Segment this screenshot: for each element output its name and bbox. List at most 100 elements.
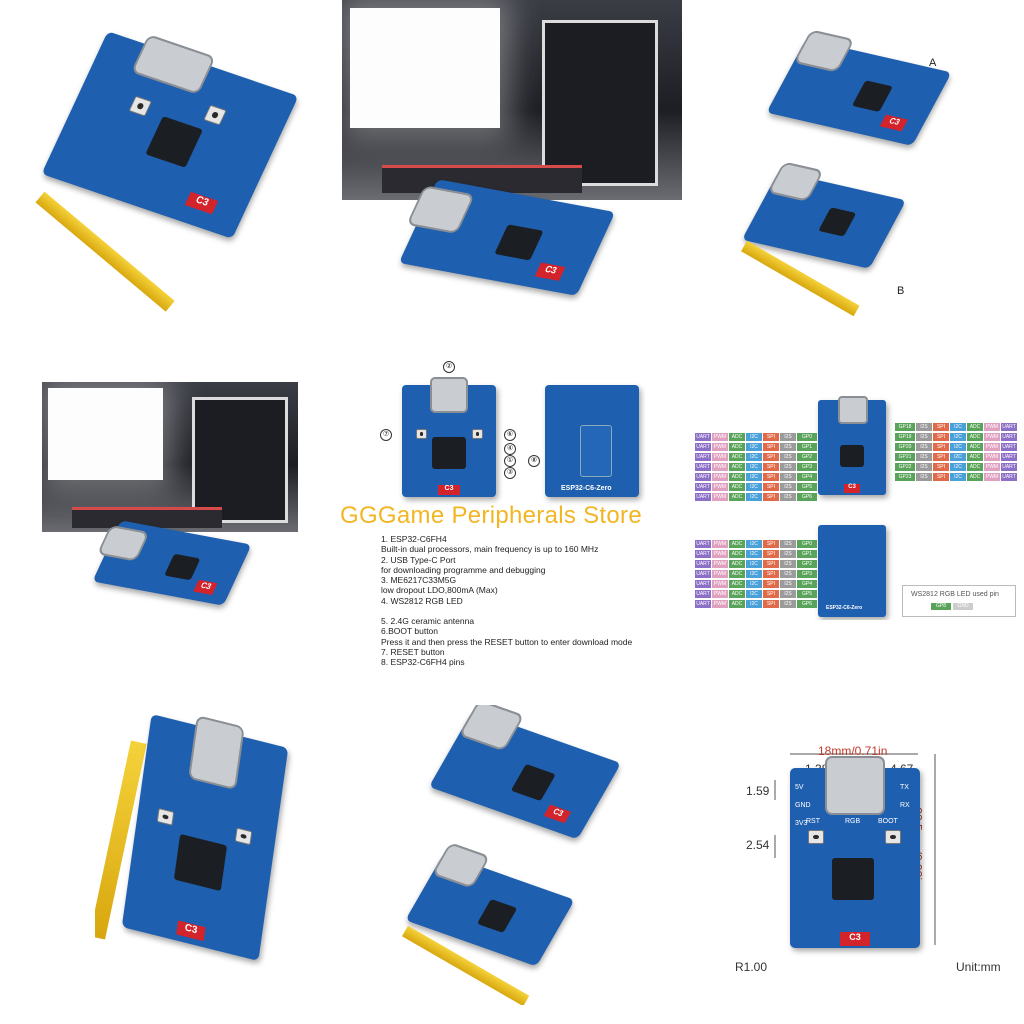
- gpio-label: GP6: [797, 600, 817, 608]
- board-upper: C3: [428, 705, 622, 840]
- gpio-label: GP2: [797, 560, 817, 568]
- function-tag: ADC: [967, 473, 983, 481]
- usb-c-port: [767, 161, 824, 202]
- desk-scene-photo: C3: [342, 0, 682, 340]
- function-tag: I2C: [950, 463, 966, 471]
- function-tag: I2S: [780, 580, 796, 588]
- gpio-label: GP4: [797, 580, 817, 588]
- function-tag: UART: [695, 483, 711, 491]
- function-tag: SPI: [933, 473, 949, 481]
- boot-button: [203, 104, 227, 126]
- function-tag: UART: [695, 560, 711, 568]
- dimension-drawing: 18mm/0.71in 1.38 4.67 1.59 2.54 23.5mm/0…: [730, 740, 1020, 980]
- board-front: C3: [402, 377, 496, 497]
- mcu-chip: [173, 833, 228, 892]
- feature-line: Built-in dual processors, main frequency…: [381, 544, 599, 555]
- mcu-chip: [510, 763, 556, 802]
- function-tag: PWM: [712, 580, 728, 588]
- function-tag: UART: [695, 540, 711, 548]
- usb-c-port: [458, 705, 525, 752]
- function-tag: PWM: [712, 550, 728, 558]
- gpio-label: GP5: [797, 590, 817, 598]
- function-tag: SPI: [763, 433, 779, 441]
- function-tag: I2S: [780, 590, 796, 598]
- function-tag: SPI: [763, 493, 779, 501]
- function-tag: I2S: [780, 443, 796, 451]
- feature-line: for downloading programme and debugging: [381, 564, 546, 575]
- callout-4: ④: [504, 443, 516, 455]
- function-tag: I2S: [780, 550, 796, 558]
- ws2812-title: WS2812 RGB LED used pin: [911, 591, 999, 598]
- reset-button: [128, 95, 153, 117]
- dim-1-59: 1.59: [746, 784, 770, 798]
- board-body: C3: [41, 31, 299, 239]
- silk-boot: BOOT: [878, 818, 898, 825]
- function-tag: UART: [695, 570, 711, 578]
- callout-1: ①: [504, 455, 516, 467]
- store-watermark: GGGame Peripherals Store: [340, 502, 642, 529]
- function-tag: SPI: [933, 453, 949, 461]
- component-diagram: C3 ESP32-C6-Zero ② ⑦ ⑥ ④ ① ③ ⑧ ⑨: [370, 355, 650, 505]
- product-photo-top: C3: [95, 710, 295, 990]
- gpio-label: GP1: [797, 443, 817, 451]
- back-label: ESP32-C6-Zero: [826, 605, 863, 611]
- function-tag: PWM: [984, 473, 1000, 481]
- function-tag: ADC: [729, 453, 745, 461]
- mcu-chip: [851, 80, 893, 112]
- board-outline: 5V GND 3V3 TX RX RST RGB BOOT C3: [790, 756, 920, 948]
- feature-line: 6.BOOT button: [381, 626, 439, 637]
- variant-a-label: A: [929, 57, 937, 69]
- function-tag: UART: [1001, 473, 1017, 481]
- function-tag: SPI: [933, 433, 949, 441]
- monitor-glow: [48, 388, 163, 480]
- function-tag: I2C: [746, 590, 762, 598]
- function-tag: SPI: [763, 580, 779, 588]
- function-tag: PWM: [712, 540, 728, 548]
- mcu-chip: [145, 116, 203, 168]
- mcu-chip: [840, 445, 864, 467]
- c3-tag: C3: [534, 262, 566, 281]
- gpio-label: GP23: [895, 473, 915, 481]
- mcu-chip: [164, 553, 201, 581]
- silk-rst: RST: [806, 818, 820, 825]
- variant-b-label: B: [897, 285, 905, 297]
- ws2812-pin: GP8: [931, 603, 951, 610]
- function-tag: UART: [1001, 433, 1017, 441]
- function-tag: UART: [695, 550, 711, 558]
- function-tag: I2S: [780, 493, 796, 501]
- function-tag: I2S: [780, 453, 796, 461]
- board-a: C3: [766, 29, 952, 146]
- board-back: ESP32-C6-Zero: [545, 385, 639, 497]
- function-tag: I2C: [950, 433, 966, 441]
- two-boards-photo: C3: [395, 705, 635, 1005]
- ws2812-gnd: GND: [953, 603, 973, 610]
- c3-tag: C3: [184, 191, 219, 215]
- reset-button: [156, 808, 175, 826]
- function-tag: I2S: [916, 463, 932, 471]
- gpio-label: GP18: [895, 423, 915, 431]
- feature-line: 2. USB Type-C Port: [381, 554, 456, 565]
- function-tag: PWM: [712, 560, 728, 568]
- function-tag: I2S: [780, 540, 796, 548]
- function-tag: I2C: [950, 473, 966, 481]
- board-front: C3: [818, 396, 886, 495]
- gpio-label: GP19: [895, 433, 915, 441]
- silk-5v: 5V: [795, 784, 804, 791]
- function-tag: PWM: [712, 453, 728, 461]
- function-tag: I2S: [916, 433, 932, 441]
- function-tag: UART: [1001, 463, 1017, 471]
- boot-button: [472, 429, 483, 439]
- function-tag: UART: [1001, 453, 1017, 461]
- desk-scene-photo-small: C3: [42, 382, 298, 622]
- function-tag: PWM: [712, 443, 728, 451]
- function-tag: I2C: [746, 600, 762, 608]
- function-tag: SPI: [763, 560, 779, 568]
